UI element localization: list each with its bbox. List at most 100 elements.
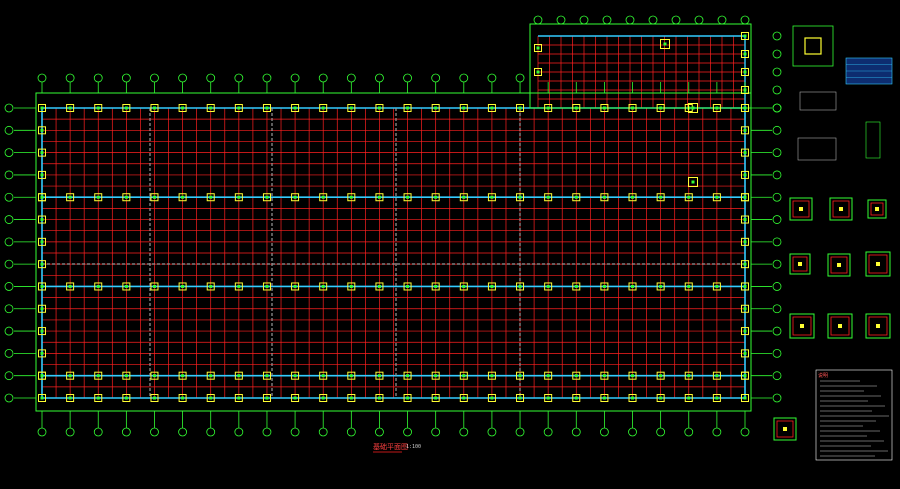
cap-rebar [868, 316, 888, 336]
column-mark [462, 396, 466, 400]
column-mark [602, 396, 606, 400]
axis-bubble [346, 73, 356, 83]
column-mark [321, 284, 325, 288]
section-detail [799, 91, 837, 111]
axis-bubble [4, 348, 14, 358]
axis-bubble [487, 427, 497, 437]
column-mark [40, 307, 44, 311]
column-mark [237, 284, 241, 288]
pile-cap [66, 282, 75, 291]
column-mark [743, 106, 747, 110]
column-mark [237, 106, 241, 110]
axis-bubble [4, 371, 14, 381]
column-mark [321, 374, 325, 378]
axis-bubble [431, 73, 441, 83]
axis-bubble [290, 427, 300, 437]
axis-bubble [740, 427, 750, 437]
column-mark [518, 106, 522, 110]
axis-bubble [4, 237, 14, 247]
pile-cap [38, 394, 46, 402]
pile-cap [38, 126, 46, 135]
axis-bubble [4, 326, 14, 336]
cap-detail [789, 197, 813, 221]
column-mark [293, 396, 297, 400]
pile-cap [178, 193, 187, 202]
axis-bubble [4, 192, 14, 202]
pile-cap [487, 371, 496, 380]
axis-bubble [515, 427, 525, 437]
pile-cap [347, 104, 356, 112]
column-mark [406, 195, 410, 199]
cap-column [875, 207, 879, 211]
column-mark [743, 262, 747, 266]
column-mark [743, 284, 747, 288]
pile-cap [403, 104, 412, 112]
cap-column [800, 324, 804, 328]
pile-cap [656, 394, 665, 402]
column-mark [124, 106, 128, 110]
axis-bubble [772, 170, 782, 180]
column-mark [691, 106, 695, 110]
pile-cap [38, 304, 46, 313]
pile-cap [262, 282, 271, 291]
column-mark [518, 396, 522, 400]
pile-cap [262, 104, 271, 112]
detail-panel [373, 25, 893, 461]
column-mark [743, 88, 747, 92]
column-mark [715, 374, 719, 378]
pile-cap [628, 394, 637, 402]
cap-rebar [792, 256, 808, 272]
column-mark [659, 396, 663, 400]
pile-cap [38, 282, 46, 291]
pile-cap [741, 193, 749, 202]
pile-cap [688, 103, 698, 113]
pile-cap [684, 282, 693, 291]
column-mark [152, 396, 156, 400]
pile-cap [712, 394, 721, 402]
pile-cap [38, 371, 46, 380]
pile-cap [122, 282, 131, 291]
cap-detail [865, 251, 891, 277]
axis-bubble [37, 427, 47, 437]
cap-column [876, 262, 880, 266]
pile-cap [741, 170, 749, 179]
axis-bubble [602, 15, 612, 25]
column-mark [434, 195, 438, 199]
pile-cap [600, 371, 609, 380]
column-mark [574, 374, 578, 378]
axis-bubble [600, 427, 609, 437]
column-mark [377, 284, 381, 288]
pile-cap [572, 371, 581, 380]
pile-cap [38, 148, 46, 157]
pile-cap [150, 394, 159, 402]
axis-bubble [93, 427, 103, 437]
column-mark [152, 374, 156, 378]
pile-cap [262, 193, 271, 202]
pile-cap [38, 170, 46, 179]
pile-cap [66, 193, 75, 202]
axis-bubble [772, 85, 782, 95]
column-mark [743, 396, 747, 400]
legend-header: 说明 [818, 373, 829, 379]
axis-bubble [772, 237, 782, 247]
column-mark [40, 106, 44, 110]
column-mark [181, 106, 185, 110]
column-mark [743, 351, 747, 355]
cap-column [799, 207, 803, 211]
cap-column [783, 427, 787, 431]
axis-bubble [4, 259, 14, 269]
column-mark [743, 128, 747, 132]
pile-cap [38, 260, 46, 269]
pile-cap [516, 371, 525, 380]
pile-cap [487, 282, 496, 291]
column-mark [546, 195, 550, 199]
column-mark [40, 284, 44, 288]
pile-cap [234, 394, 243, 402]
column-mark [687, 284, 691, 288]
pile-cap [431, 371, 440, 380]
cap-rebar [870, 202, 884, 216]
pile-cap [516, 394, 525, 402]
axis-lines [14, 23, 772, 428]
